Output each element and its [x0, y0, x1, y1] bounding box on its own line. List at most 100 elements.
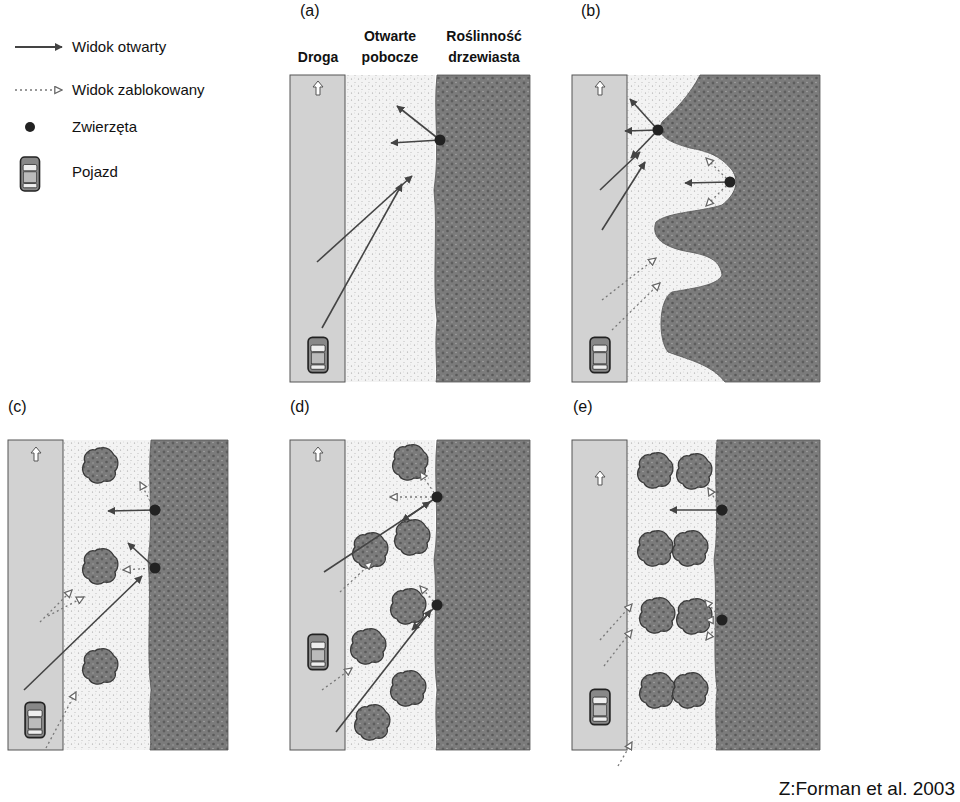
panel-d-part — [313, 447, 323, 461]
panel-d-part — [432, 492, 443, 503]
panel-d-part — [324, 497, 437, 732]
panel-e-part — [677, 454, 712, 490]
panel-c-part — [83, 448, 118, 484]
panel-e-part — [572, 440, 627, 750]
legend-label: Widok zablokowany — [72, 81, 205, 99]
panel-d-part-part — [390, 496, 437, 497]
legend-label: Zwierzęta — [72, 118, 137, 136]
column-header: Roślinność drzewiasta — [435, 26, 533, 68]
panel-e-part — [640, 598, 675, 634]
open-view-arrows — [317, 106, 440, 328]
source-caption: Z:Forman et al. 2003 — [779, 778, 955, 800]
legend-label: Widok otwarty — [72, 38, 166, 56]
open-view-arrows-part — [391, 140, 440, 143]
panel-b-part — [572, 75, 627, 382]
open-view-arrows-part — [322, 184, 402, 328]
panel-d-part-part — [322, 668, 352, 690]
panel-e-part — [638, 531, 673, 567]
panel-d-part — [290, 440, 345, 750]
panel-b-part-part — [602, 258, 656, 300]
panel-letter: (a) — [300, 2, 320, 20]
panel-d-part — [391, 589, 426, 625]
panel-d-part — [308, 634, 328, 669]
panel-d-part — [322, 472, 437, 690]
panel-c-part-part — [48, 597, 84, 616]
panel-c-part — [24, 510, 155, 690]
panel-e-part-part — [600, 604, 632, 640]
legend-samples — [15, 47, 62, 191]
panel-c-part-part — [128, 543, 155, 568]
panel-e-part — [673, 531, 708, 567]
panel-d-part — [351, 629, 386, 665]
panel-a-part — [290, 75, 345, 382]
blocked-view-sample — [15, 89, 62, 90]
panel-c-part — [25, 702, 45, 737]
panel-e-part — [717, 615, 728, 626]
panel-letter: (d) — [290, 398, 310, 416]
panel-b-part — [595, 81, 605, 95]
panel-c-part — [150, 505, 161, 516]
open-view-arrows-part — [317, 176, 412, 262]
panel-b-part — [653, 125, 664, 136]
panel-d-part-part — [340, 562, 372, 592]
panel-c-part-part — [46, 692, 76, 748]
panel-d-part — [434, 440, 530, 750]
panel-b-part — [590, 337, 610, 372]
panel-e-part — [673, 673, 708, 709]
panel-d-part — [432, 600, 443, 611]
legend-label: Pojazd — [72, 163, 118, 181]
panel-d-part — [395, 520, 430, 556]
panel-b-part — [627, 75, 820, 382]
panel-b — [572, 75, 820, 382]
panel-a — [290, 75, 530, 382]
panel-letter: (c) — [8, 398, 27, 416]
panel-b-part — [600, 99, 730, 230]
panel-c-part — [31, 447, 41, 461]
animal-sample — [25, 122, 35, 132]
vehicle-sample — [20, 157, 39, 191]
panel-d-part-part — [336, 610, 431, 732]
panel-e-part — [677, 599, 712, 635]
panel-e — [572, 440, 820, 766]
panel-c-part — [63, 440, 150, 750]
panel-b-part — [725, 177, 736, 188]
panel-a-part — [435, 135, 446, 146]
panel-c-part — [148, 440, 228, 750]
panel-d-part — [391, 671, 426, 707]
panel-e-part-part — [604, 630, 632, 666]
column-header: Droga — [290, 47, 346, 68]
panel-e-part — [595, 471, 605, 485]
open-view-arrows-part — [397, 106, 440, 140]
panel-a-part — [345, 75, 435, 382]
panel-e-part — [640, 673, 675, 709]
panel-d-part — [355, 705, 390, 741]
panel-a-part — [308, 337, 328, 372]
panel-e-part — [600, 488, 722, 766]
open-view-sample — [15, 46, 62, 48]
panel-b-part-part — [600, 152, 640, 190]
panel-e-part — [717, 505, 728, 516]
panel-c-part — [83, 649, 118, 685]
panel-e-part — [714, 440, 820, 750]
panel-e-part — [670, 509, 722, 511]
panel-b-part-part — [630, 99, 658, 130]
panel-c-part — [8, 440, 63, 750]
panel-b-part-part — [631, 130, 658, 158]
panel-b-part-part — [685, 182, 730, 183]
panel-d — [290, 440, 530, 750]
panel-e-part — [627, 440, 717, 750]
panel-d-part-part — [402, 497, 437, 521]
panel-b-part-part — [602, 162, 645, 230]
panel-c-part — [150, 563, 161, 574]
panel-c-part — [83, 549, 118, 585]
panel-c — [8, 440, 228, 750]
panel-letter: (e) — [573, 398, 593, 416]
panel-letter: (b) — [581, 2, 601, 20]
panel-b-part — [655, 75, 820, 382]
panel-b-part — [602, 158, 730, 330]
panel-e-part-part — [618, 742, 632, 766]
panel-c-part-part — [24, 576, 142, 690]
panel-a-part — [434, 75, 530, 382]
